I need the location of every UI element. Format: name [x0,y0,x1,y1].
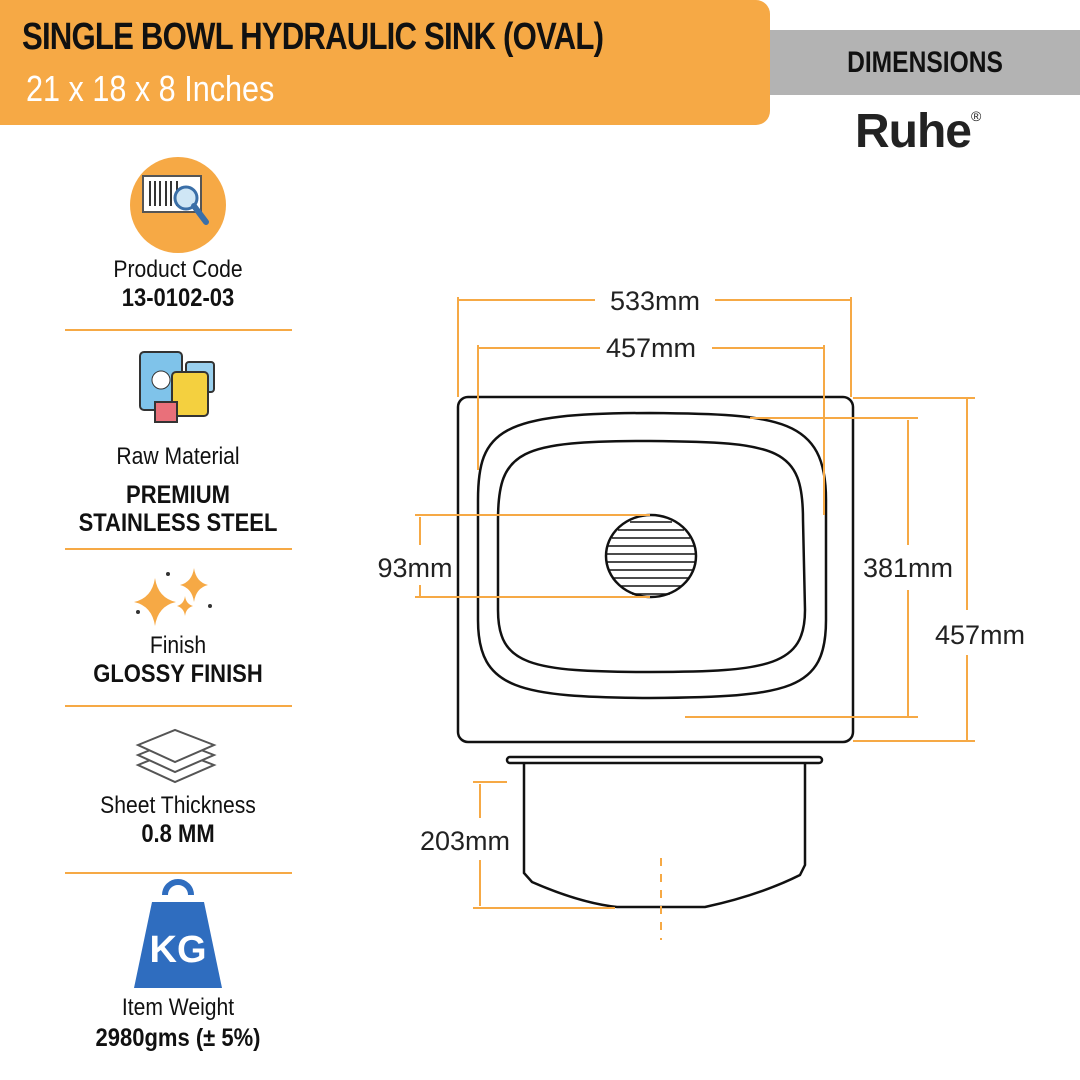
sparkle-icon [134,568,212,626]
spec-value: 2980gms (± 5%) [95,1024,261,1052]
spec-label: Finish [149,632,207,659]
spec-value: 0.8 MM [141,820,215,848]
product-size: 21 x 18 x 8 Inches [26,68,275,109]
dimensions-label: DIMENSIONS [847,46,1003,79]
dim-overall-width: 533mm [610,286,700,316]
spec-value: 13-0102-03 [121,284,235,312]
spec-value: STAINLESS STEEL [78,509,278,537]
dim-overall-length: 457mm [935,620,1025,650]
bowl-outer-rim [476,411,828,700]
dim-bowl-length: 381mm [863,553,953,583]
divider [65,329,292,331]
spec-label: Sheet Thickness [100,792,256,819]
product-title: SINGLE BOWL HYDRAULIC SINK (OVAL) [22,16,604,58]
spec-raw-material: Raw Material PREMIUM STAINLESS STEEL [60,443,296,537]
spec-value: GLOSSY FINISH [93,660,263,688]
divider [65,872,292,874]
registered-mark: ® [971,108,981,124]
sink-side-view [505,755,824,909]
divider [65,705,292,707]
dim-drain: 93mm [377,553,452,583]
kg-icon-text: KG [150,929,207,971]
spec-label: Item Weight [121,994,235,1021]
brand-logo: Ruhe® [855,104,981,159]
sheet-layers-icon [135,728,217,784]
brand-name: Ruhe [855,105,972,158]
barcode-search-icon [130,157,226,253]
drain-grate [604,513,698,599]
title-banner: SINGLE BOWL HYDRAULIC SINK (OVAL) 21 x 1… [0,0,770,125]
kg-weight-icon: KG [134,879,222,988]
material-drums-icon [139,351,215,423]
dim-depth: 203mm [420,826,510,856]
spec-finish: Finish GLOSSY FINISH [60,632,296,688]
drain-grate-lines [607,521,695,595]
spec-label: Raw Material [116,443,240,470]
sink-top-view [456,395,855,744]
bowl-inner [496,439,807,674]
spec-product-code: Product Code 13-0102-03 [60,256,296,312]
spec-sheet-thickness: Sheet Thickness 0.8 MM [60,792,296,848]
spec-label: Product Code [113,256,243,283]
divider [65,548,292,550]
dim-bowl-width: 457mm [606,333,696,363]
dimensions-header: DIMENSIONS [770,30,1080,95]
dimension-lines [415,297,975,909]
spec-item-weight: Item Weight 2980gms (± 5%) [60,994,296,1052]
spec-value: PREMIUM [126,481,230,509]
